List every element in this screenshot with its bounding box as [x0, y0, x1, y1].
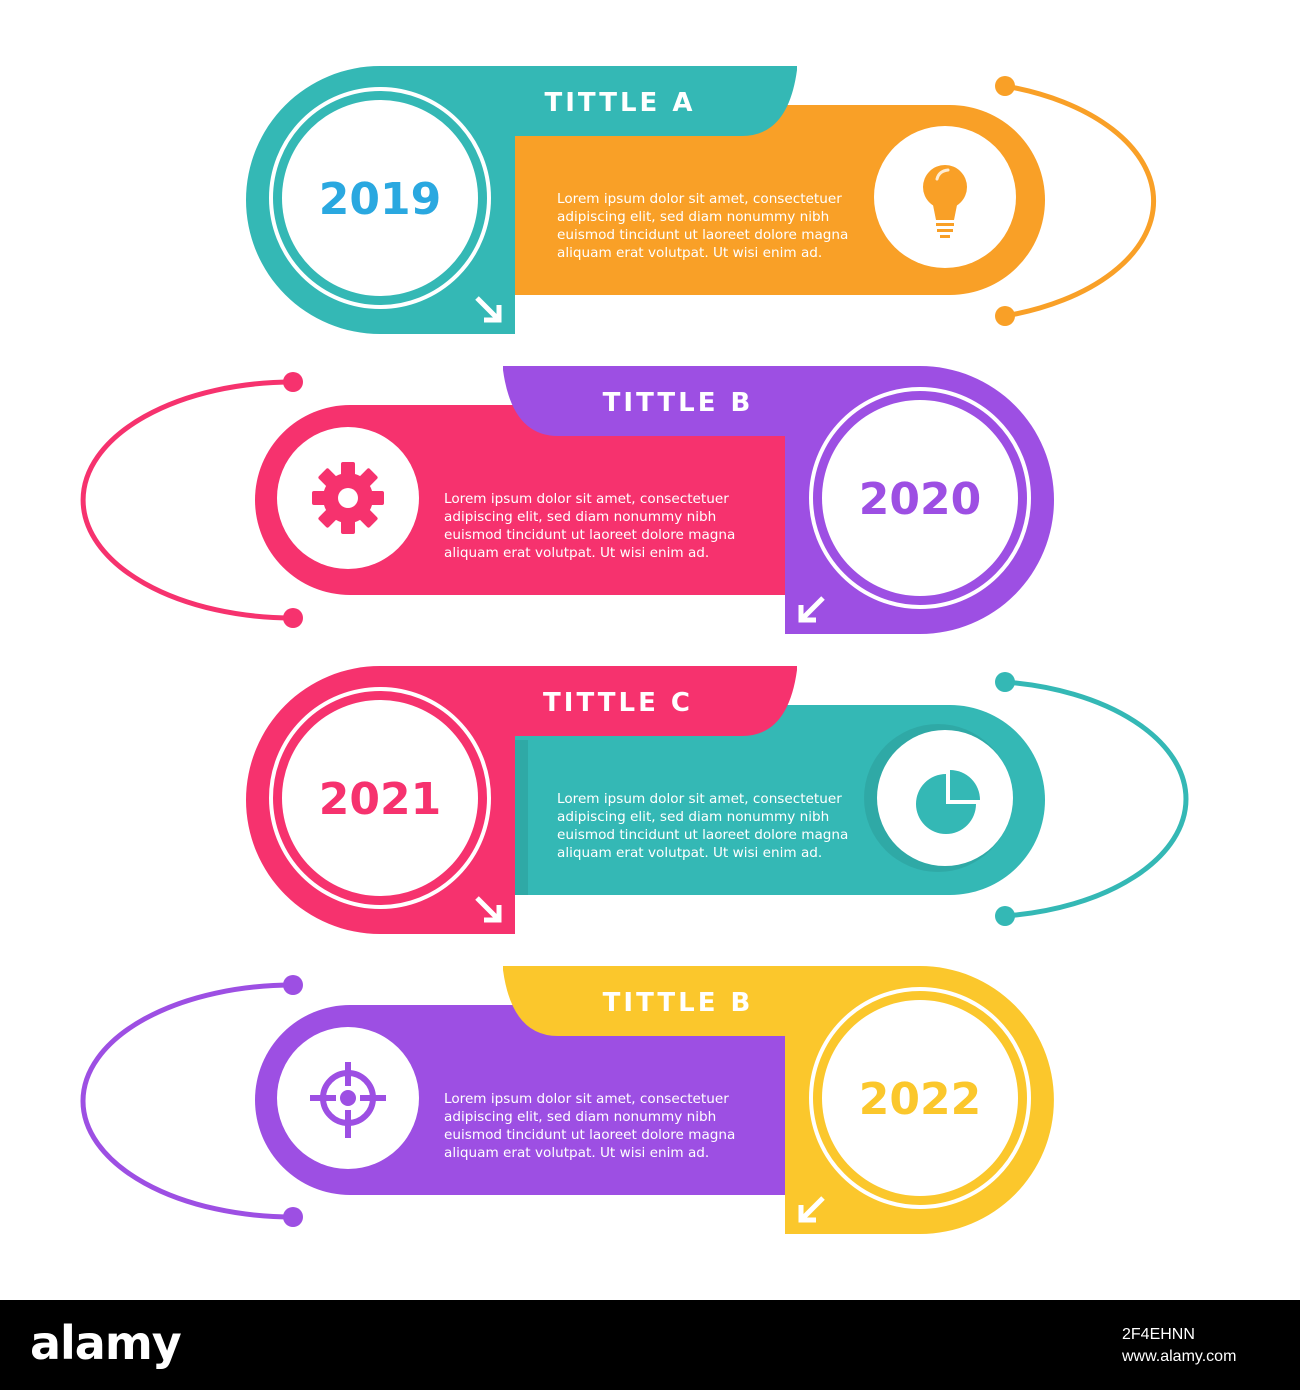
footer-bar: alamy 2F4EHNN www.alamy.com	[0, 1300, 1300, 1390]
step-4-text-line-4: aliquam erat volutpat. Ut wisi enim ad.	[444, 1145, 709, 1161]
step-1-side-arc	[1004, 83, 1157, 319]
lightbulb-icon	[923, 165, 967, 238]
timeline-step-1: 2019 TITTLE A Lorem ipsum dolor sit amet…	[246, 66, 1157, 334]
step-4-arc-dot-top	[283, 975, 303, 995]
step-4-text-line-2: adipiscing elit, sed diam nonummy nibh	[444, 1109, 716, 1125]
step-1-description: Lorem ipsum dolor sit amet, consectetuer…	[557, 191, 848, 261]
step-4-text-line-3: euismod tincidunt ut laoreet dolore magn…	[444, 1127, 735, 1143]
target-icon	[310, 1062, 386, 1138]
step-1-text-line-2: adipiscing elit, sed diam nonummy nibh	[557, 209, 829, 225]
step-2-arc-dot-top	[283, 372, 303, 392]
step-3-year: 2021	[319, 774, 441, 825]
step-2-arrow-icon	[798, 596, 825, 623]
step-2-year-ring	[809, 387, 1031, 609]
step-1-year-ring	[269, 87, 491, 309]
step-1-arrow-icon	[475, 296, 502, 323]
step-3-arc-dot-top	[995, 672, 1015, 692]
step-3-year-disc	[282, 700, 478, 896]
footer-image-info: 2F4EHNN www.alamy.com	[1122, 1324, 1270, 1368]
step-3-side-arc	[1004, 679, 1189, 919]
step-2-description: Lorem ipsum dolor sit amet, consectetuer…	[444, 491, 735, 561]
step-4-arc-dot-bottom	[283, 1207, 303, 1227]
step-4-year-disc	[822, 1000, 1018, 1196]
step-2-side-arc	[80, 379, 294, 621]
step-1-year: 2019	[319, 174, 441, 225]
step-3-text-line-4: aliquam erat volutpat. Ut wisi enim ad.	[557, 845, 822, 861]
step-2-text-line-2: adipiscing elit, sed diam nonummy nibh	[444, 509, 716, 525]
step-1-arc-dot-bottom	[995, 306, 1015, 326]
step-3-description: Lorem ipsum dolor sit amet, consectetuer…	[557, 791, 848, 861]
step-2-arc-dot-bottom	[283, 608, 303, 628]
step-4-side-arc	[80, 982, 294, 1220]
step-2-text-line-1: Lorem ipsum dolor sit amet, consectetuer	[444, 491, 729, 507]
step-2-year: 2020	[859, 474, 981, 525]
step-4-title: TITTLE B	[603, 988, 754, 1018]
step-4-text-line-1: Lorem ipsum dolor sit amet, consectetuer	[444, 1091, 729, 1107]
step-4-year-ring	[809, 987, 1031, 1209]
step-1-arc-dot-top	[995, 76, 1015, 96]
gear-icon	[312, 462, 384, 534]
step-3-text-line-2: adipiscing elit, sed diam nonummy nibh	[557, 809, 829, 825]
step-3-arrow-icon	[475, 896, 502, 923]
footer-logo: alamy	[30, 1316, 182, 1370]
timeline-step-4: 2022 TITTLE B Lorem ipsum dolor sit amet…	[80, 966, 1054, 1234]
step-3-title: TITTLE C	[543, 688, 693, 718]
step-3-text-line-3: euismod tincidunt ut laoreet dolore magn…	[557, 827, 848, 843]
step-2-text-line-3: euismod tincidunt ut laoreet dolore magn…	[444, 527, 735, 543]
step-1-text-line-1: Lorem ipsum dolor sit amet, consectetuer	[557, 191, 842, 207]
step-3-arc-dot-bottom	[995, 906, 1015, 926]
step-2-title: TITTLE B	[603, 388, 754, 418]
step-2-text-line-4: aliquam erat volutpat. Ut wisi enim ad.	[444, 545, 709, 561]
footer-site: www.alamy.com	[1122, 1348, 1237, 1365]
timeline-step-3: 2021 TITTLE C Lorem ipsum dolor sit amet…	[246, 666, 1189, 934]
step-4-year: 2022	[859, 1074, 981, 1125]
step-3-year-ring	[269, 687, 491, 909]
step-3-text-line-1: Lorem ipsum dolor sit amet, consectetuer	[557, 791, 842, 807]
step-4-arrow-icon	[798, 1196, 825, 1223]
timeline-infographic: 2019 TITTLE A Lorem ipsum dolor sit amet…	[80, 66, 1189, 1234]
timeline-step-2: 2020 TITTLE B Lorem ipsum dolor sit amet…	[80, 366, 1054, 634]
step-1-title: TITTLE A	[545, 88, 696, 118]
pie-chart-icon	[916, 770, 980, 834]
step-2-year-disc	[822, 400, 1018, 596]
step-1-text-line-4: aliquam erat volutpat. Ut wisi enim ad.	[557, 245, 822, 261]
step-4-description: Lorem ipsum dolor sit amet, consectetuer…	[444, 1091, 735, 1161]
step-1-text-line-3: euismod tincidunt ut laoreet dolore magn…	[557, 227, 848, 243]
step-1-year-disc	[282, 100, 478, 296]
footer-image-id: 2F4EHNN	[1122, 1326, 1195, 1343]
